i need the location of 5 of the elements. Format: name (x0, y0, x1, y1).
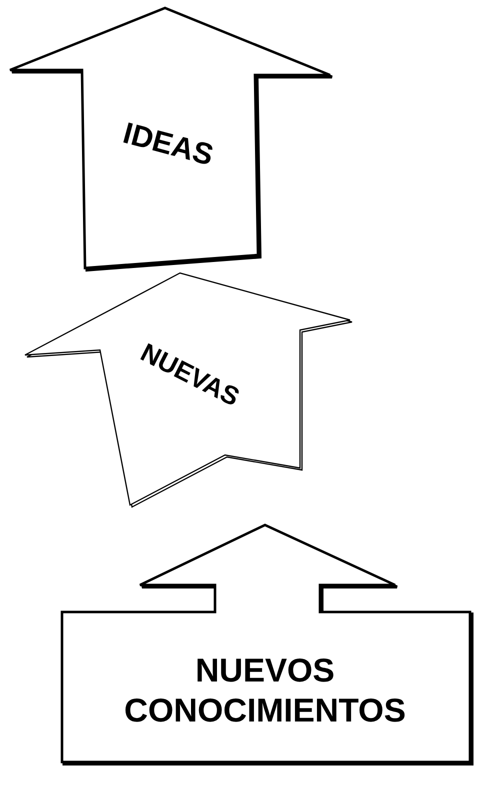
arrow-label: IDEAS (118, 116, 218, 174)
arrow-shape (22, 270, 354, 510)
arrow-shape (8, 5, 333, 270)
arrow-label: NUEVOS CONOCIMIENTOS (123, 650, 407, 730)
arrow-shape (60, 522, 474, 766)
